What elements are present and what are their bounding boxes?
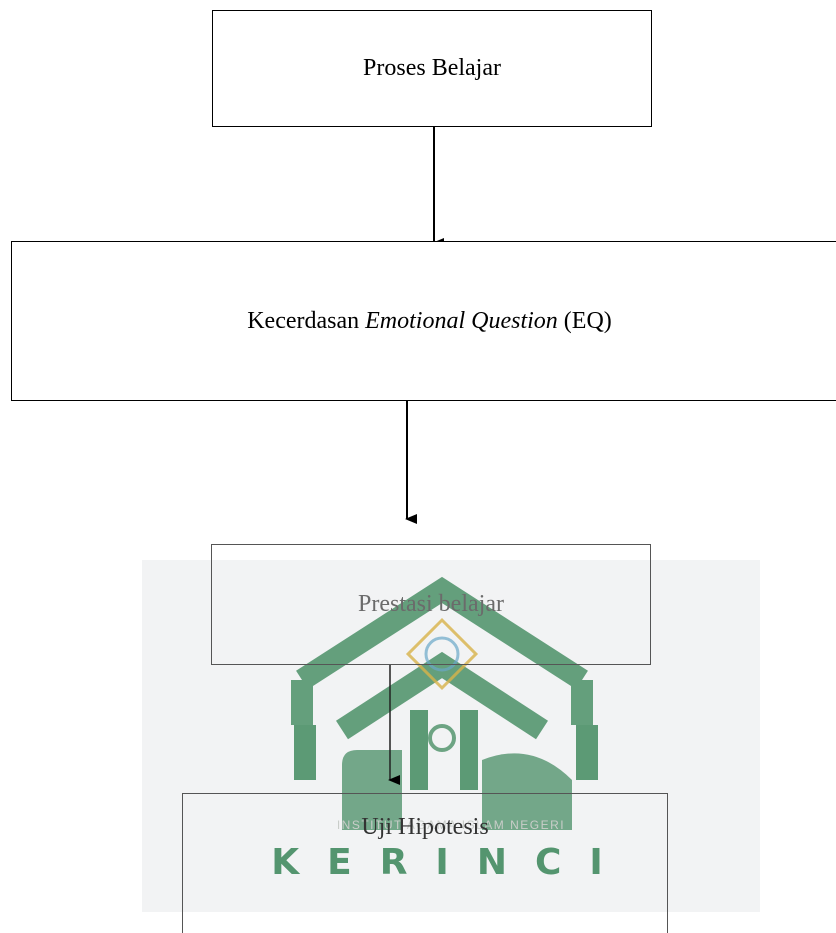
iain-kerinci-logo-watermark — [291, 576, 598, 830]
node-uji-hipotesis-label: Uji Hipotesis — [361, 814, 489, 840]
node-proses-belajar: Proses Belajar — [212, 10, 652, 127]
node-proses-belajar-label: Proses Belajar — [363, 55, 501, 81]
node-uji-hipotesis: Uji Hipotesis — [182, 793, 668, 933]
watermark-kerinci-text: KERINCI — [271, 842, 631, 883]
watermark-institution-text: INSTITUT AGAMA ISLAM NEGERI — [336, 818, 566, 832]
node-prestasi-belajar-label: Prestasi belajar — [358, 591, 504, 617]
node-kecerdasan-eq-label: Kecerdasan Emotional Question (EQ) — [247, 307, 612, 334]
node-kecerdasan-eq: Kecerdasan Emotional Question (EQ) — [11, 241, 836, 401]
node-prestasi-belajar: Prestasi belajar — [211, 544, 651, 665]
